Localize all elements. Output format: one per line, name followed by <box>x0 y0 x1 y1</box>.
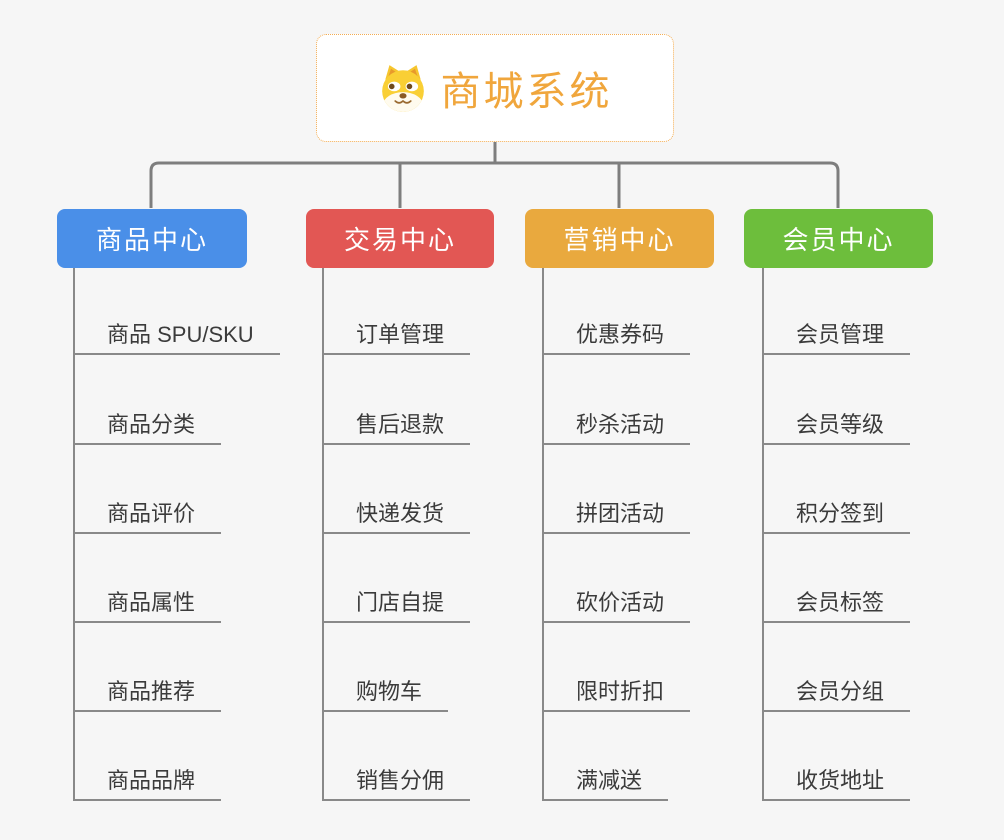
leaf-node[interactable]: 会员管理 <box>764 321 911 355</box>
branch-node-marketing-center[interactable]: 营销中心 <box>525 209 714 268</box>
branch-children-product: 商品 SPU/SKU 商品分类 商品评价 商品属性 商品推荐 商品品牌 <box>73 268 280 801</box>
leaf-node[interactable]: 会员分组 <box>764 678 911 712</box>
root-node[interactable]: 商城系统 <box>316 34 674 142</box>
leaf-node[interactable]: 商品 SPU/SKU <box>75 321 280 355</box>
leaf-node[interactable]: 商品推荐 <box>75 678 222 712</box>
branch-node-member-center[interactable]: 会员中心 <box>744 209 933 268</box>
leaf-node[interactable]: 订单管理 <box>324 321 471 355</box>
branch-children-trade: 订单管理 售后退款 快递发货 门店自提 购物车 销售分佣 <box>322 268 471 801</box>
leaf-node[interactable]: 满减送 <box>544 767 669 801</box>
branch-node-product-center[interactable]: 商品中心 <box>57 209 247 268</box>
leaf-node[interactable]: 积分签到 <box>764 500 911 534</box>
leaf-node[interactable]: 商品品牌 <box>75 767 222 801</box>
branch-children-member: 会员管理 会员等级 积分签到 会员标签 会员分组 收货地址 <box>762 268 911 801</box>
leaf-node[interactable]: 拼团活动 <box>544 500 691 534</box>
leaf-node[interactable]: 快递发货 <box>324 500 471 534</box>
leaf-node[interactable]: 购物车 <box>324 678 449 712</box>
leaf-node[interactable]: 优惠券码 <box>544 321 691 355</box>
leaf-node[interactable]: 销售分佣 <box>324 767 471 801</box>
root-node-label: 商城系统 <box>440 70 613 114</box>
branch-node-trade-center[interactable]: 交易中心 <box>306 209 494 268</box>
leaf-node[interactable]: 售后退款 <box>324 411 471 445</box>
dog-face-icon <box>381 65 424 112</box>
branch-children-marketing: 优惠券码 秒杀活动 拼团活动 砍价活动 限时折扣 满减送 <box>542 268 691 801</box>
leaf-node[interactable]: 商品分类 <box>75 411 222 445</box>
leaf-node[interactable]: 会员等级 <box>764 411 911 445</box>
leaf-node[interactable]: 商品评价 <box>75 500 222 534</box>
leaf-node[interactable]: 收货地址 <box>764 767 911 801</box>
leaf-node[interactable]: 限时折扣 <box>544 678 691 712</box>
leaf-node[interactable]: 秒杀活动 <box>544 411 691 445</box>
leaf-node[interactable]: 商品属性 <box>75 589 222 623</box>
branch-rail-line <box>149 161 840 208</box>
leaf-node[interactable]: 会员标签 <box>764 589 911 623</box>
leaf-node[interactable]: 门店自提 <box>324 589 471 623</box>
leaf-node[interactable]: 砍价活动 <box>544 589 691 623</box>
